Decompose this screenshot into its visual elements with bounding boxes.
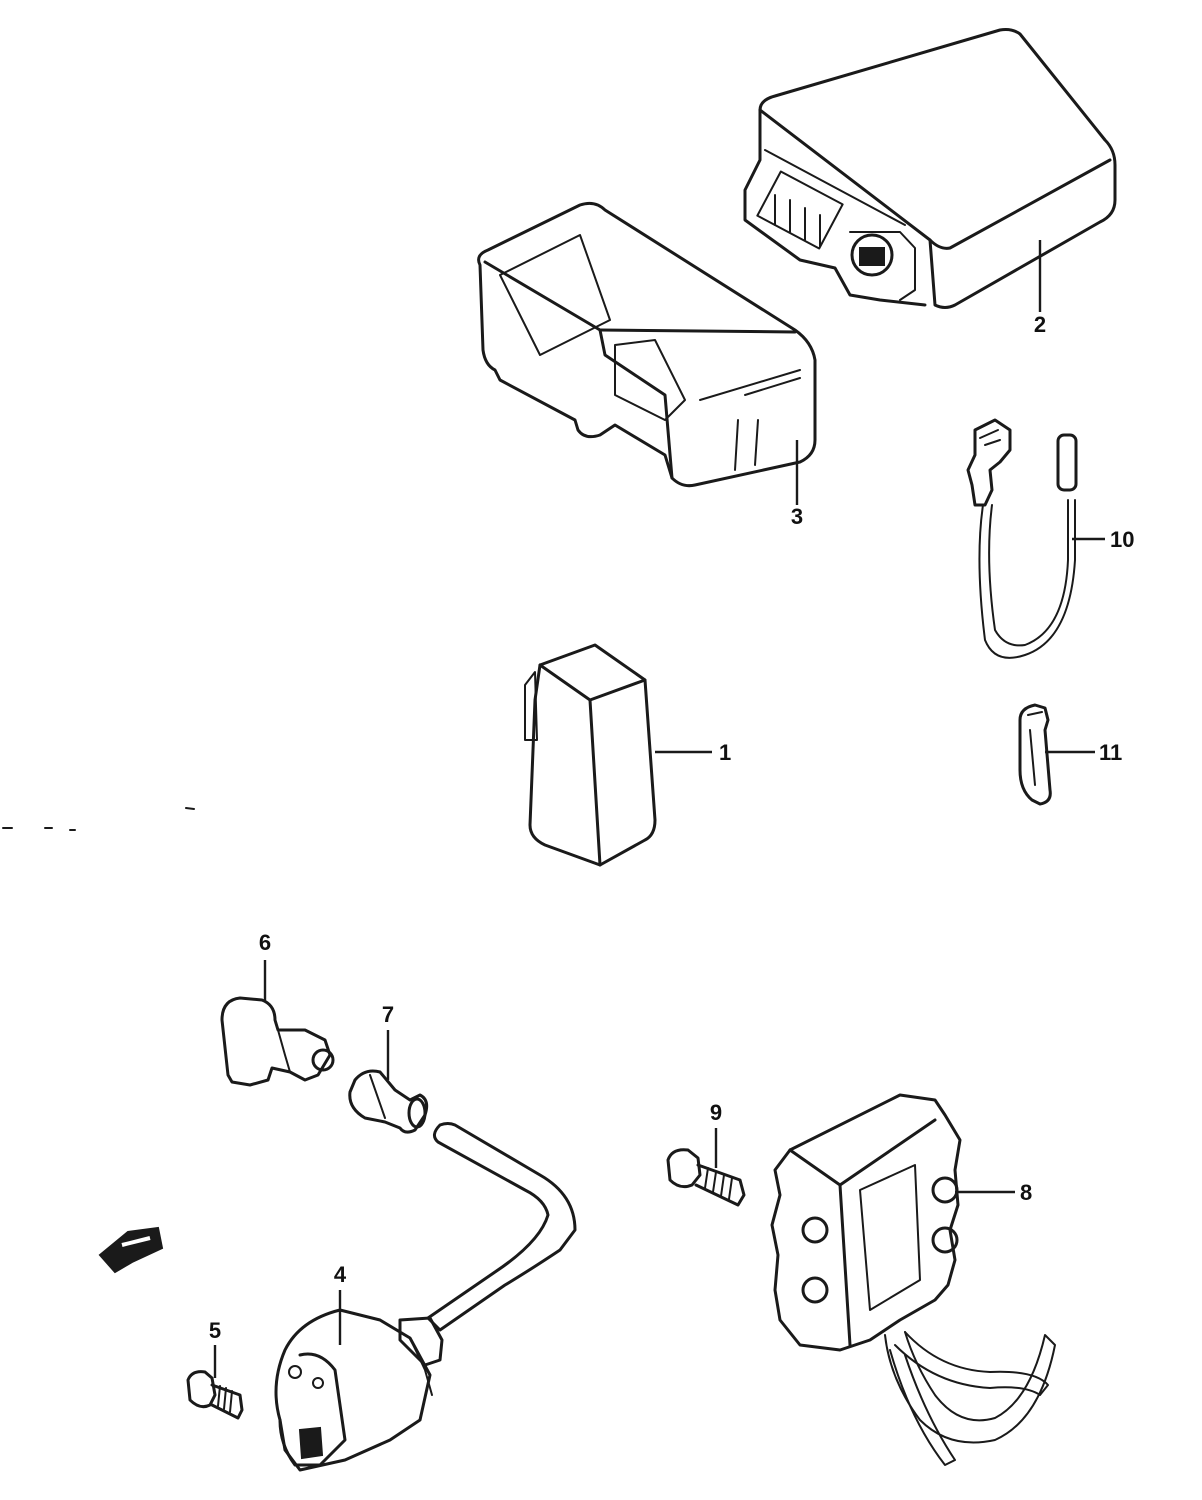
part-8-regulator: [770, 1093, 1056, 1466]
part-6-plug-cap: [220, 996, 335, 1087]
callout-10: 10: [1110, 527, 1134, 552]
callout-4: 4: [334, 1262, 347, 1287]
callout-6: 6: [259, 930, 271, 955]
callout-1: 1: [719, 740, 731, 765]
front-direction-arrow-icon: [98, 1226, 164, 1274]
part-4-ignition-coil: [274, 1122, 577, 1472]
callout-3: 3: [791, 504, 803, 529]
part-3-cover: [477, 201, 817, 488]
stray-marks: [2, 807, 195, 831]
part-5-bolt: [186, 1370, 244, 1420]
callout-7: 7: [382, 1002, 394, 1027]
part-7-grommet: [348, 1069, 429, 1134]
part-1-box: [524, 643, 657, 867]
callout-11: 11: [1099, 740, 1122, 765]
callout-5: 5: [209, 1318, 221, 1343]
part-9-bolt: [666, 1148, 746, 1207]
callout-9: 9: [710, 1100, 722, 1125]
part-11-clamp: [1018, 703, 1052, 806]
callout-2: 2: [1034, 312, 1046, 337]
part-2-control-unit: [743, 28, 1117, 309]
leader-lines: [213, 240, 1105, 1378]
callout-8: 8: [1020, 1180, 1032, 1205]
part-10-lead-wire: [966, 418, 1078, 659]
callout-labels: 2 3 1 10 11 6 7 9 8 4 5: [209, 312, 1135, 1343]
